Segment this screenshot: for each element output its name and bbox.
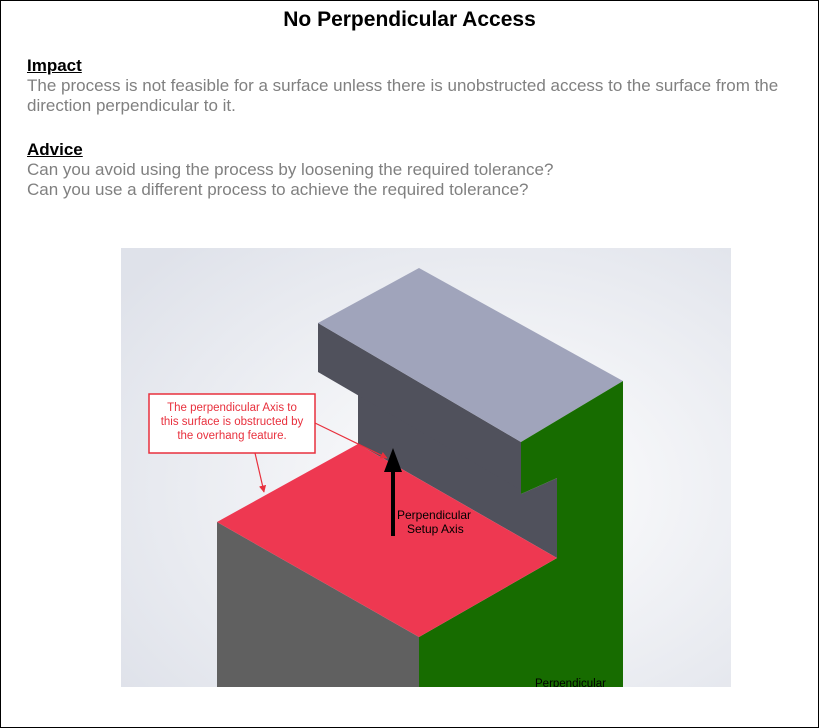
axis-label-line-2: Setup Axis (407, 522, 464, 536)
cad-figure: Perpendicular Setup Axis The perpendicul… (121, 248, 731, 687)
bottom-label: Perpendicular (535, 678, 606, 687)
callout-line-2: this surface is obstructed by (161, 416, 304, 428)
advice-section: Advice Can you avoid using the process b… (27, 140, 807, 200)
recess-back-face (358, 394, 557, 558)
left-side-face (217, 522, 419, 687)
callout-line-1: The perpendicular Axis to (167, 402, 297, 414)
cad-illustration: Perpendicular Setup Axis The perpendicul… (121, 248, 731, 687)
callout-box (148, 393, 316, 454)
overhang-front-face (318, 323, 521, 490)
impact-line-2: direction perpendicular to it. (27, 96, 236, 115)
setup-axis-arrowhead (384, 448, 402, 472)
advice-heading: Advice (27, 140, 83, 159)
axis-label-line-1: Perpendicular (397, 508, 471, 522)
callout-line-3: the overhang feature. (177, 430, 286, 442)
impact-heading: Impact (27, 56, 82, 75)
advice-line-1: Can you avoid using the process by loose… (27, 160, 554, 179)
impact-section: Impact The process is not feasible for a… (27, 56, 807, 116)
callout-leader-surface (254, 452, 267, 493)
advice-line-2: Can you use a different process to achie… (27, 180, 529, 199)
page-title: No Perpendicular Access (283, 8, 536, 31)
overhang-top-face (318, 268, 623, 442)
callout-leader-axis (314, 422, 388, 459)
impact-line-1: The process is not feasible for a surfac… (27, 76, 779, 95)
red-surface (217, 444, 557, 637)
green-side-face (419, 381, 623, 687)
